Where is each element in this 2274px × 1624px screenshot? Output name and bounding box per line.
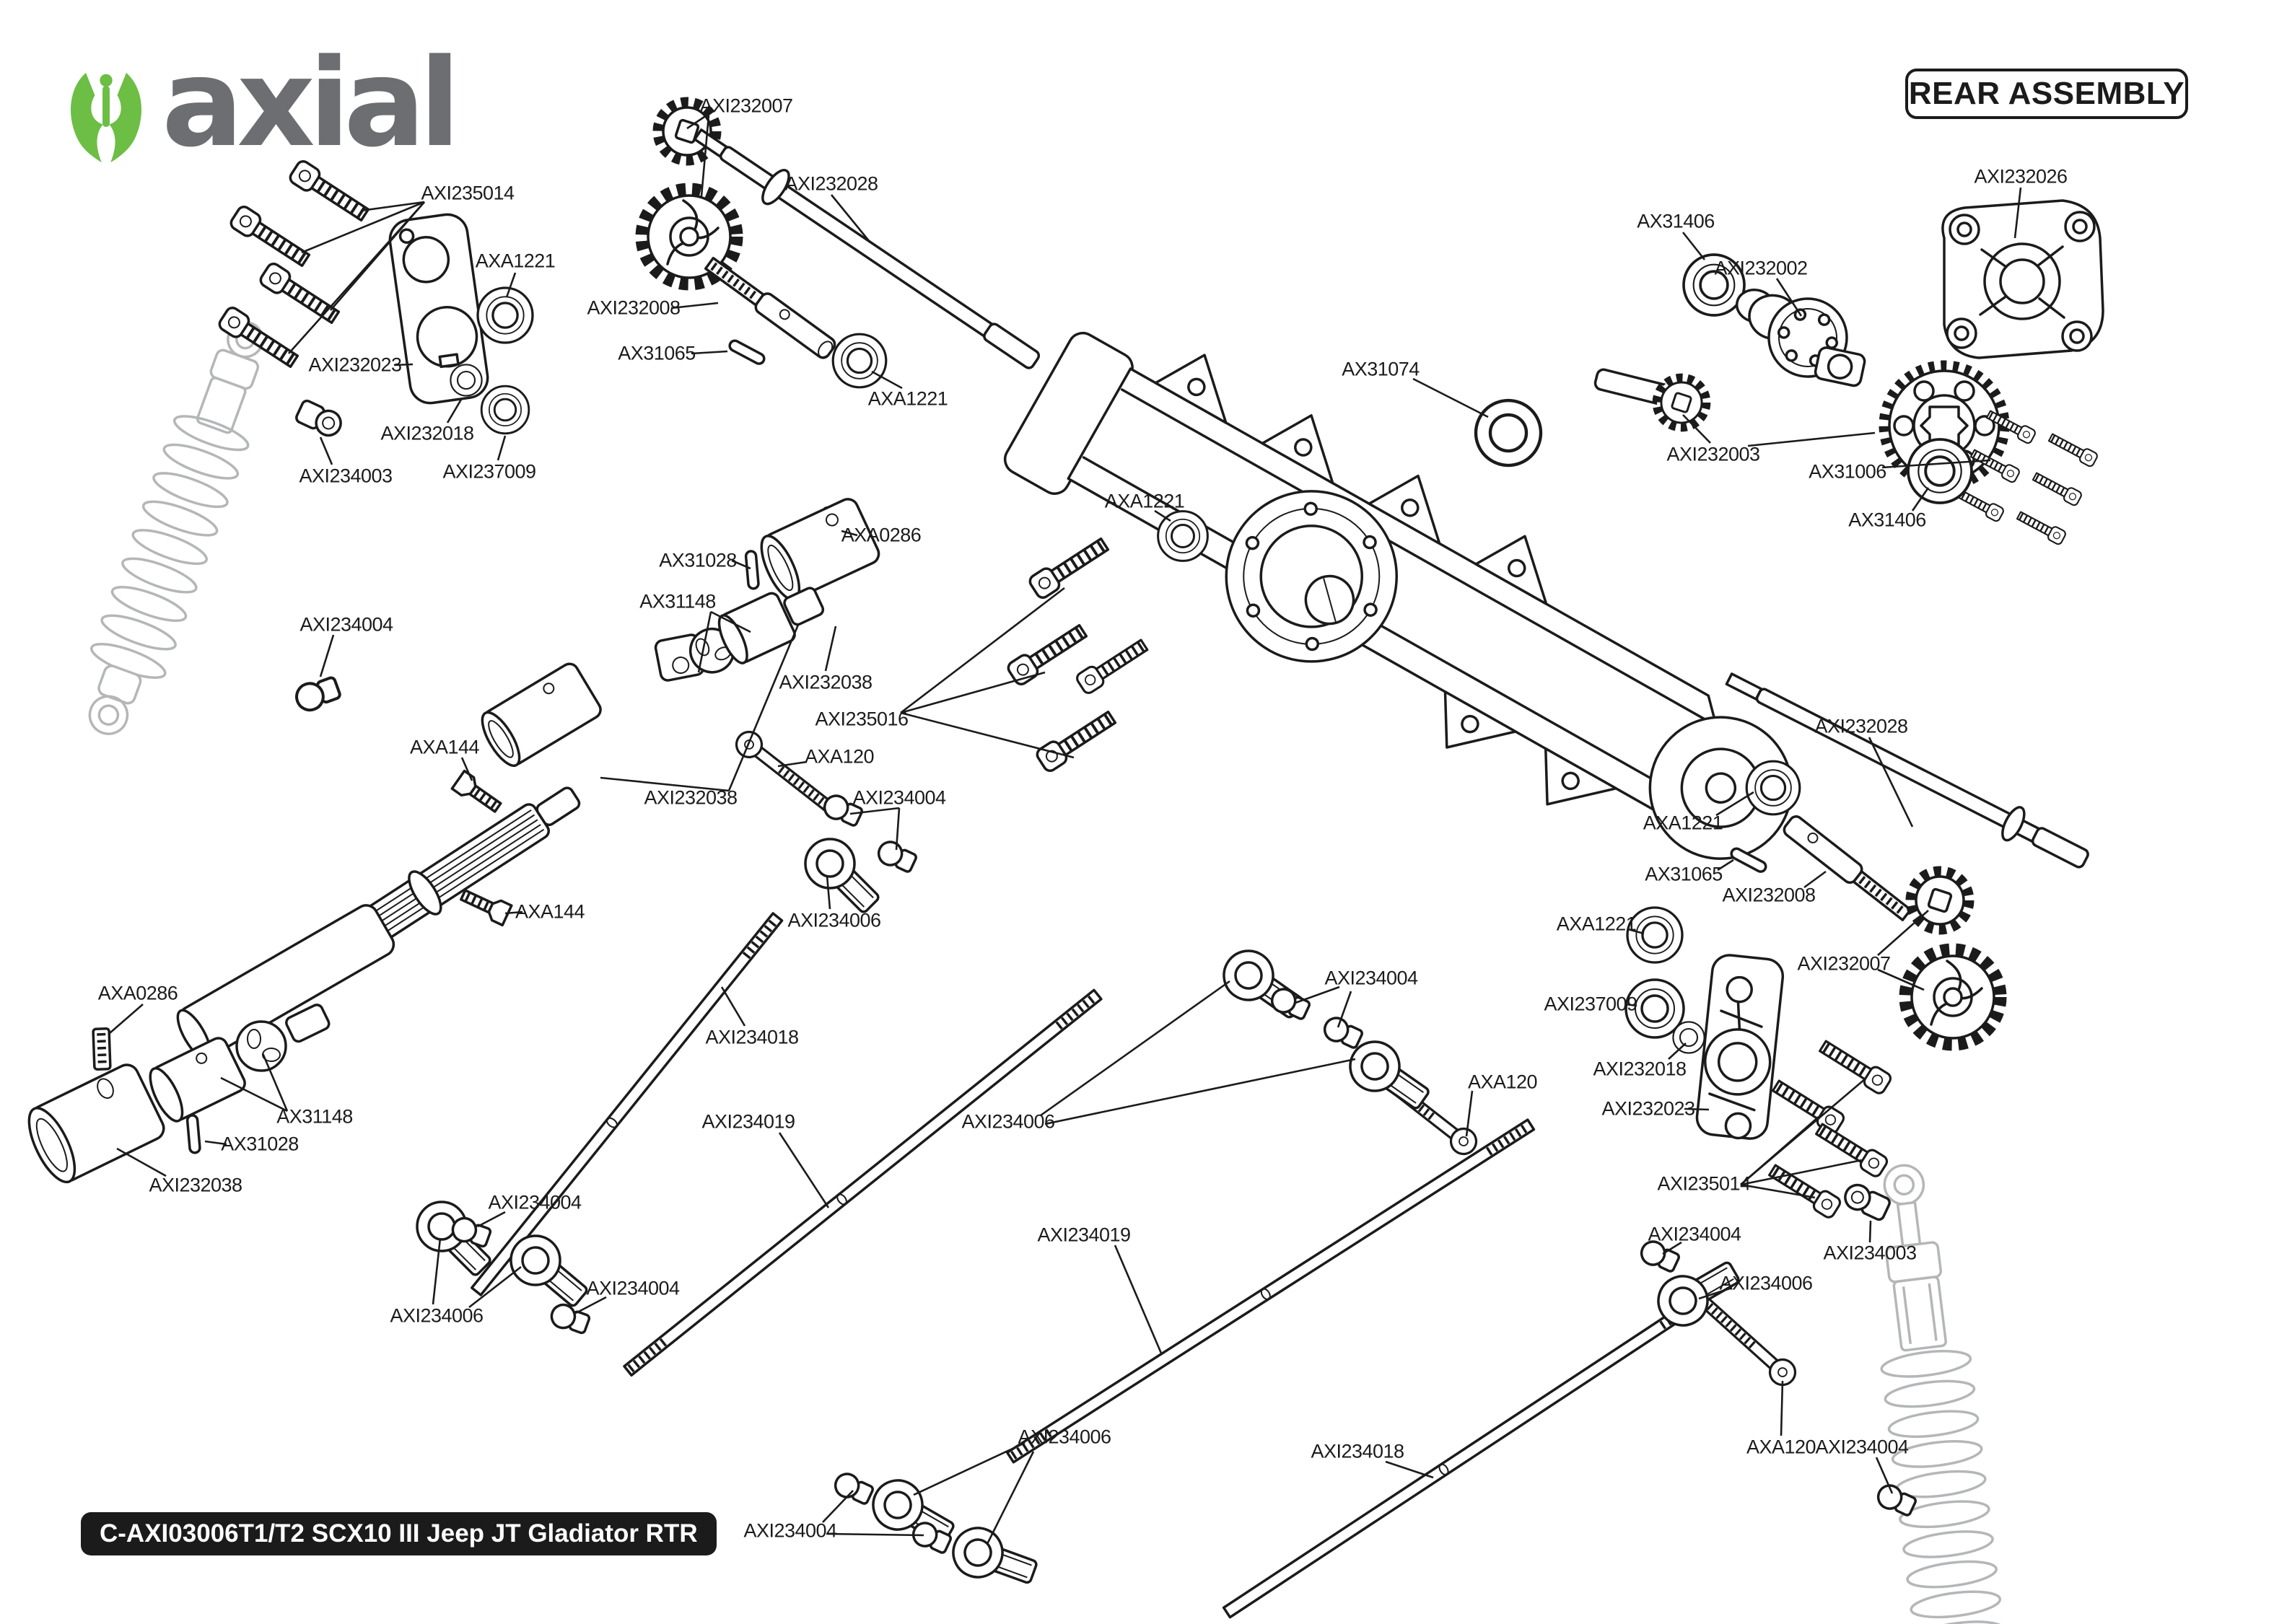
leader-line <box>1875 1457 1894 1494</box>
leader-line <box>460 757 473 781</box>
leader-line <box>1668 1043 1687 1060</box>
leader-line <box>261 1053 289 1112</box>
leader-line <box>777 760 808 768</box>
leader-line <box>446 398 463 423</box>
leader-line <box>727 624 800 791</box>
brand-logo: axial <box>64 43 460 176</box>
leader-line <box>2013 187 2022 239</box>
leader-line <box>895 807 901 851</box>
leader-line <box>1868 737 1914 828</box>
leader-line <box>1412 377 1489 418</box>
leader-line <box>670 302 719 310</box>
leader-line <box>504 910 523 915</box>
leader-line <box>986 1451 1035 1545</box>
axial-logo-icon <box>71 72 141 163</box>
leader-line <box>1682 414 1711 444</box>
leader-line <box>1040 980 1230 1117</box>
leader-line <box>1740 1183 1816 1199</box>
leader-line <box>731 559 751 570</box>
leader-line <box>1465 1090 1474 1137</box>
leader-line <box>1877 910 1929 956</box>
leader-line <box>871 370 903 390</box>
leader-line <box>575 1296 607 1314</box>
leader-line <box>505 272 517 298</box>
leader-line <box>468 1265 522 1309</box>
kit-code-badge: C-AXI03006T1/T2 SCX10 III Jeep JT Gladia… <box>81 1512 717 1555</box>
leader-line <box>1337 991 1352 1028</box>
leader-line <box>900 671 1046 714</box>
leader-line <box>116 1147 167 1177</box>
leader-line <box>204 1140 227 1146</box>
leader-line <box>824 626 837 672</box>
leader-line <box>1044 1058 1356 1125</box>
leader-line <box>900 587 1065 714</box>
leader-line <box>697 611 712 673</box>
leader-line <box>1385 1460 1434 1479</box>
leader-line <box>900 711 1075 759</box>
leader-line <box>1682 232 1706 260</box>
leader-line <box>1780 1380 1784 1436</box>
leader-line <box>1881 459 1991 469</box>
leader-line <box>710 610 751 633</box>
leader-line <box>109 1004 144 1034</box>
leader-line <box>1868 1220 1872 1243</box>
leader-line <box>360 201 425 212</box>
leader-line <box>1740 1159 1863 1186</box>
leader-line <box>220 1076 288 1112</box>
leader-line <box>1662 1241 1682 1255</box>
leader-line <box>1698 1286 1733 1300</box>
leader-line <box>1803 870 1827 889</box>
leader-line <box>1114 1245 1163 1356</box>
leader-line <box>841 530 858 537</box>
leader-line <box>1715 791 1754 817</box>
leader-line <box>319 634 335 677</box>
leader-line <box>393 363 414 367</box>
leader-line <box>778 1132 830 1208</box>
leader-line <box>1740 1078 1866 1185</box>
leader-line <box>432 1237 442 1305</box>
leader-line <box>849 807 900 815</box>
leader-line <box>1295 986 1340 1004</box>
leader-line <box>686 113 709 130</box>
leader-line <box>720 986 746 1027</box>
leader-line <box>826 1532 924 1537</box>
page-title: REAR ASSEMBLY <box>1905 69 2188 119</box>
leader-line <box>1747 431 1876 447</box>
leader-line <box>288 201 425 354</box>
leader-line <box>1717 859 1734 872</box>
leader-line <box>1154 509 1171 522</box>
leader-line <box>1877 968 1925 991</box>
leader-line <box>497 435 507 461</box>
leader-line <box>301 201 425 254</box>
leader-line <box>1624 1003 1637 1007</box>
leader-line <box>600 776 730 792</box>
leader-line <box>913 1441 1026 1496</box>
leader-line <box>1627 928 1645 935</box>
leader-line <box>830 194 871 242</box>
leader-line <box>1775 278 1803 317</box>
leader-line <box>319 436 333 465</box>
leader-line <box>477 1211 506 1228</box>
leader-line <box>826 875 831 910</box>
leader-line <box>1911 487 1930 512</box>
leader-line <box>691 350 728 355</box>
leader-line <box>822 1490 854 1523</box>
leader-line <box>700 115 710 197</box>
leader-line <box>1684 1107 1710 1111</box>
brand-wordmark: axial <box>162 32 460 174</box>
